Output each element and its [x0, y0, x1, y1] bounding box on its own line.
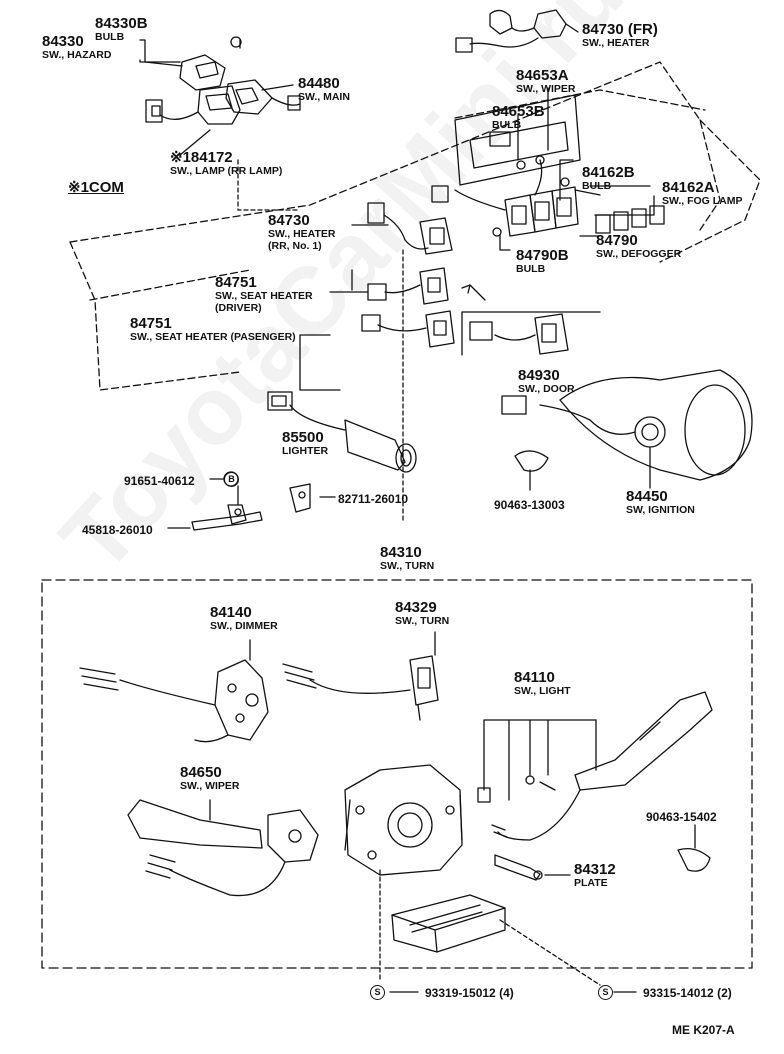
callout-84110: 84110 SW., LIGHT [514, 669, 571, 697]
panel-openings [454, 94, 581, 186]
callout-90463-15402: 90463-15402 [646, 810, 717, 824]
bracket-45818 [191, 504, 263, 531]
ignition-switch [501, 369, 753, 481]
door-switch [461, 311, 601, 356]
callout-84751-passenger: 84751 SW., SEAT HEATER (PASENGER) [130, 315, 296, 343]
turn-switch-cover [391, 894, 506, 953]
callout-84653b: 84653B BULB [492, 103, 545, 131]
callout-84480: 84480 SW., MAIN [298, 75, 350, 103]
diagram-code: ME K207-A [672, 1023, 735, 1037]
heater-fr-switch [455, 9, 579, 53]
centre-switch-cluster [431, 155, 579, 237]
callout-90463-13003: 90463-13003 [494, 498, 565, 512]
clamp-a [514, 450, 549, 491]
callout-84312: 84312 PLATE [574, 861, 616, 889]
callout-84790: 84790 SW., DEFOGGER [596, 232, 682, 260]
dimmer-switch [79, 659, 269, 743]
turn-switch-body [344, 764, 463, 876]
rr-lamp-switch [145, 85, 241, 125]
heater-rr-switch [367, 202, 453, 255]
light-switch-lever [477, 691, 713, 841]
callout-84930: 84930 SW., DOOR [518, 367, 575, 395]
turn-switch-assembly-box [41, 579, 753, 969]
turn-sub-switch [282, 655, 439, 721]
seat-heater-passenger-switch [361, 310, 455, 348]
callout-84162b: 84162B BULB [582, 164, 635, 192]
screw-leaders [379, 869, 601, 986]
seat-heater-driver-switch [367, 267, 449, 305]
callout-84790b: 84790B BULB [516, 247, 569, 275]
callout-84140: 84140 SW., DIMMER [210, 604, 278, 632]
defogger-fog-connectors [595, 205, 665, 234]
callout-84650: 84650 SW., WIPER [180, 764, 240, 792]
callout-84329: 84329 SW., TURN [395, 599, 450, 627]
callout-com: ※1COM [68, 179, 124, 196]
clamp-b [677, 824, 711, 872]
marker-b: B [224, 472, 239, 488]
callout-85500: 85500 LIGHTER [282, 429, 329, 457]
callout-45818: 45818-26010 [82, 523, 153, 537]
main-switch [225, 79, 301, 115]
hazard-switch [179, 36, 242, 91]
callout-91651: 91651-40612 [124, 474, 195, 488]
lighter [267, 391, 417, 473]
callout-84730-rr: 84730 SW., HEATER (RR, No. 1) [268, 212, 336, 252]
callout-84330b: 84330B BULB [95, 15, 148, 43]
callout-84162a: 84162A SW., FOG LAMP [662, 179, 743, 207]
callout-84653a: 84653A SW., WIPER [516, 67, 576, 95]
bracket-82711 [289, 483, 311, 513]
callout-84172: ※184172 SW., LAMP (RR LAMP) [170, 149, 283, 177]
callout-84751-driver: 84751 SW., SEAT HEATER (DRIVER) [215, 274, 313, 314]
callout-82711: 82711-26010 [338, 492, 409, 506]
dashed-leaders [237, 159, 404, 521]
callout-84310: 84310 SW., TURN [380, 544, 435, 572]
callout-84330: 84330 SW., HAZARD [42, 33, 112, 61]
plate-84312 [494, 854, 571, 881]
callout-84450: 84450 SW, IGNITION [626, 488, 695, 516]
callout-84730-fr: 84730 (FR) SW., HEATER [582, 21, 658, 49]
wiper-switch-lever [127, 799, 319, 897]
instrument-panel-outline [69, 61, 761, 391]
